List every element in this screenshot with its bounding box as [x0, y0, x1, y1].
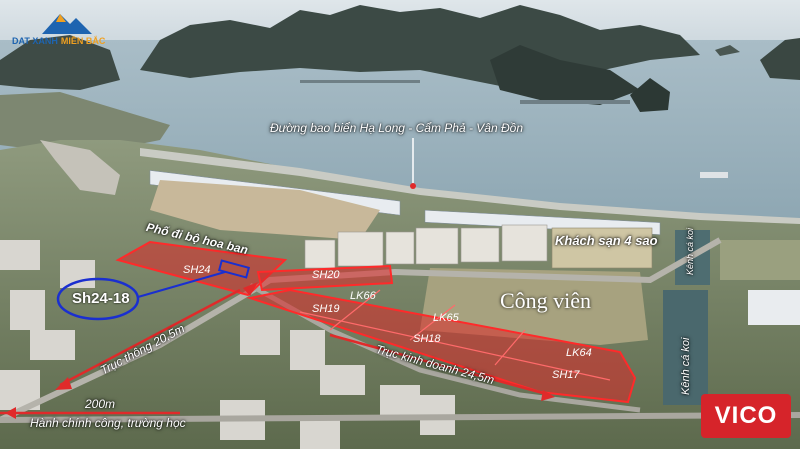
coastal-road-label: Đường bao biển Hạ Long - Cẩm Phả - Vân Đ…	[270, 121, 524, 135]
admin-label: Hành chính công, trường học	[30, 416, 186, 430]
vico-watermark: VICO	[701, 394, 791, 438]
lot-lk65: LK65	[433, 312, 459, 324]
lot-sh19: SH19	[312, 303, 340, 315]
logo-region: MIỀN BẮC	[60, 36, 106, 46]
lot-sh18: SH18	[413, 333, 441, 345]
logo-brand: DAT XANH	[12, 36, 58, 46]
hotel-label: Khách sạn 4 sao	[555, 233, 658, 248]
park-label: Công viên	[500, 288, 592, 313]
lot-sh20: SH20	[312, 269, 340, 281]
canal-bottom-label: Kênh cá koi	[680, 337, 692, 395]
lot-lk64: LK64	[566, 347, 592, 359]
lot-sh17: SH17	[552, 369, 580, 381]
lot-lk66: LK66	[350, 290, 376, 302]
highlight-lot-label: Sh24-18	[72, 290, 130, 307]
vico-watermark-text: VICO	[714, 402, 778, 429]
canal-top-label: Kênh cá koi	[685, 227, 695, 275]
logo-mountain-icon	[42, 14, 92, 34]
distance-label: 200m	[85, 397, 116, 411]
lot-sh24: SH24	[183, 264, 211, 276]
